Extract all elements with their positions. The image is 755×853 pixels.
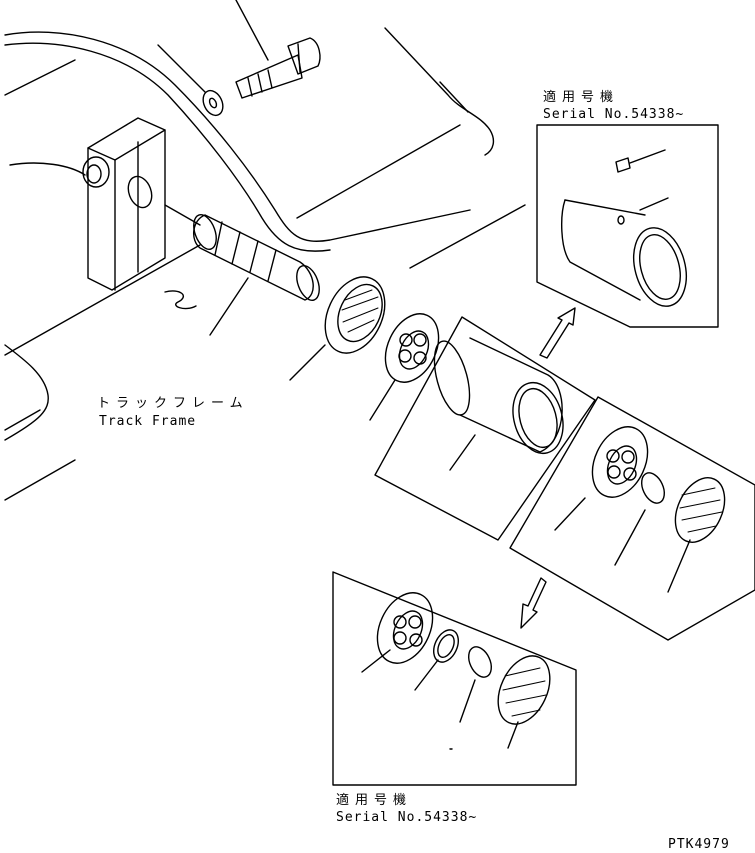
serial-note-top-jp: 適用号機: [543, 90, 620, 105]
serial-note-top-en: Serial No.54338~: [543, 107, 685, 122]
bolt: [235, 0, 321, 99]
mounting-bracket: [87, 117, 166, 291]
track-frame-label-jp: トラックフレーム: [97, 396, 249, 411]
seal: [289, 276, 386, 381]
arrow-up: [539, 307, 576, 359]
nut: [82, 156, 110, 188]
track-frame-label-en: Track Frame: [99, 414, 197, 429]
washer: [157, 44, 224, 117]
inset-top: [536, 124, 719, 328]
arrow-down: [520, 577, 547, 629]
drawing-code: PTK4979: [668, 837, 730, 852]
serial-note-bottom-jp: 適用号機: [336, 793, 413, 808]
bearing-set-panel: [509, 396, 755, 641]
inset-bottom: [332, 571, 577, 786]
track-frame-outline: [4, 27, 526, 501]
bearing: [369, 313, 440, 421]
shaft: [164, 204, 320, 336]
sleeve-panel: [374, 316, 596, 541]
serial-note-bottom-en: Serial No.54338~: [336, 810, 478, 825]
